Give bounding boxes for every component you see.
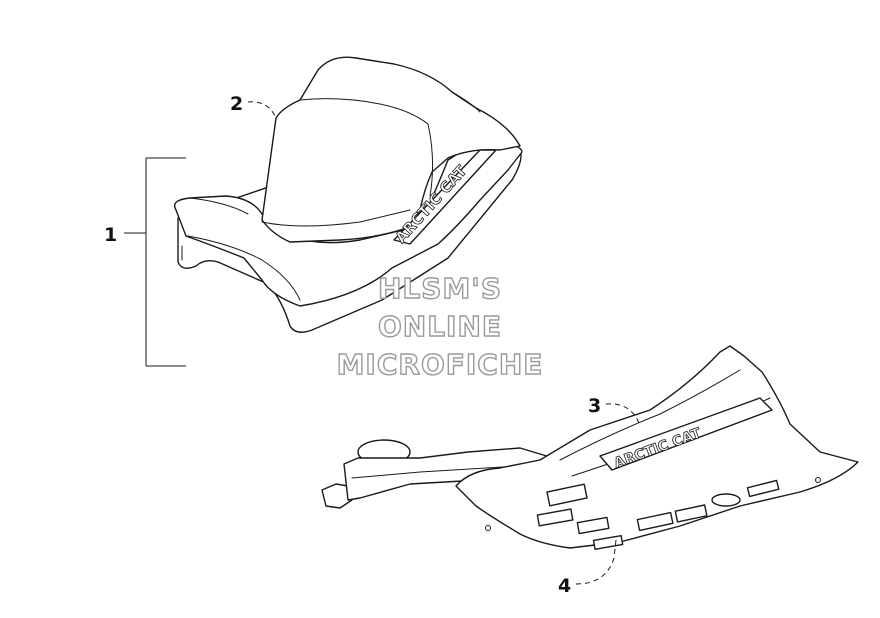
callout-3: 3 xyxy=(588,395,641,427)
small-decal xyxy=(592,534,624,551)
small-decal xyxy=(546,483,588,507)
seat-contour xyxy=(189,197,249,215)
watermark-line-3: MICROFICHE xyxy=(337,348,544,381)
shroud-decal-stripe xyxy=(599,397,773,471)
watermark: HLSM'S ONLINE MICROFICHE xyxy=(336,271,544,381)
shroud-assembly: ARCTIC CAT xyxy=(321,345,859,551)
small-decal xyxy=(674,504,708,523)
seat-backrest xyxy=(261,56,521,243)
callout-label-3: 3 xyxy=(588,395,601,417)
callout-leader-2 xyxy=(247,101,277,119)
callout-label-2: 2 xyxy=(230,93,243,115)
seat-assembly: ARCTIC CAT xyxy=(173,56,523,333)
small-decal xyxy=(536,508,574,527)
seat-decal-band xyxy=(393,149,497,245)
seat-contour xyxy=(299,98,429,125)
seat-contour xyxy=(427,123,434,197)
small-decal xyxy=(746,479,780,498)
small-decal xyxy=(636,511,674,532)
callout-label-1: 1 xyxy=(104,224,117,246)
callout-leader-3 xyxy=(605,403,641,427)
callout-1: 1 xyxy=(104,157,186,367)
fastener-hole xyxy=(815,477,821,483)
seat-contour xyxy=(261,209,411,227)
callout-4: 4 xyxy=(558,539,617,597)
callout-2: 2 xyxy=(230,93,277,119)
callout-bracket-1 xyxy=(124,157,186,367)
small-decal xyxy=(711,493,741,507)
callout-label-4: 4 xyxy=(558,575,571,597)
watermark-line-2: ONLINE xyxy=(378,310,502,343)
seat-contour xyxy=(187,235,301,301)
small-decal xyxy=(576,516,610,535)
callout-leader-4 xyxy=(575,539,617,585)
watermark-line-1: HLSM'S xyxy=(378,272,502,305)
seat-contour xyxy=(451,91,481,113)
shroud-ridge xyxy=(559,369,741,461)
fastener-hole xyxy=(485,525,491,531)
